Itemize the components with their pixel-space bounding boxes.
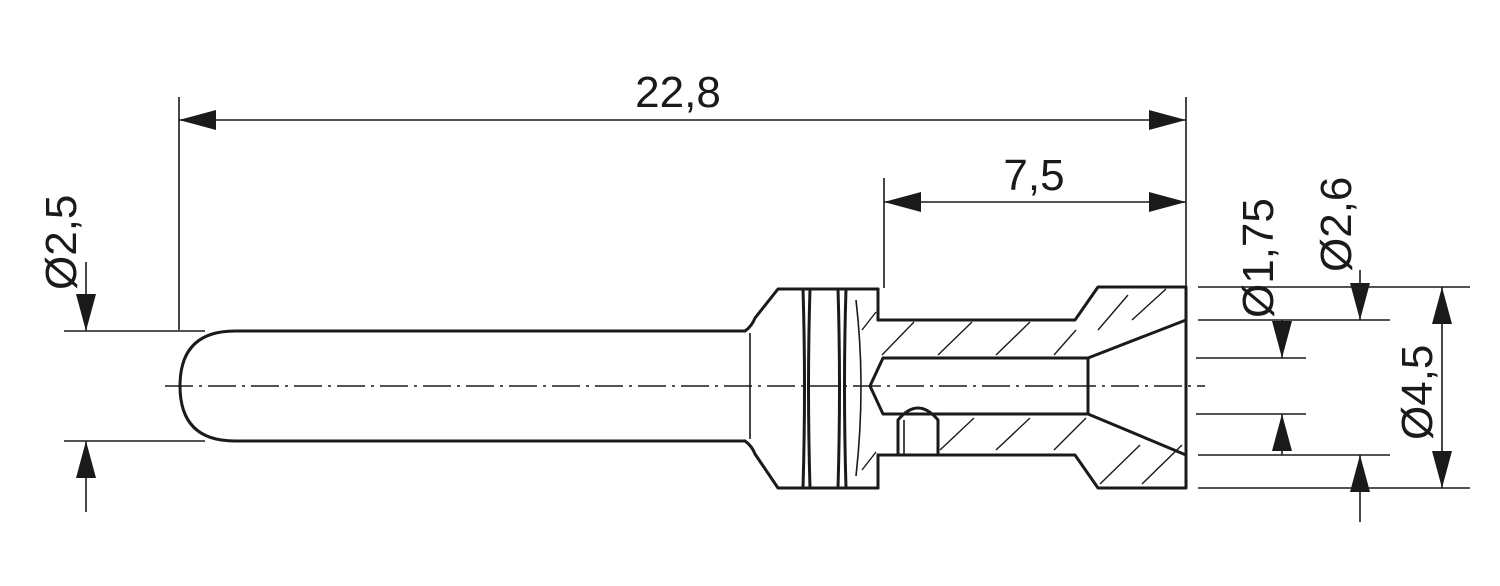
pin-flare-top [743,287,805,333]
dim-inner-diameter: Ø2,6 [1312,177,1370,522]
inspection-hole [896,406,940,457]
dim-text-bore-diameter: Ø1,75 [1234,198,1283,318]
dim-text-crimp-length: 7,5 [1003,151,1064,200]
crimp-barrel [876,285,1188,490]
dim-text-inner-diameter: Ø2,6 [1312,177,1361,272]
dim-bore-diameter: Ø1,75 [1234,198,1292,455]
bore [868,318,1188,457]
pin-flare-bottom [743,439,805,490]
section-hatching [861,288,1183,485]
pin-body [165,285,1205,490]
right-extension-lines [1196,286,1470,489]
dim-text-overall-length: 22,8 [635,68,721,117]
dim-text-outer-diameter: Ø4,5 [1393,345,1442,440]
dim-crimp-length: 7,5 [883,151,1186,288]
collar-groove-1 [801,287,806,490]
dim-text-pin-diameter: Ø2,5 [37,195,86,290]
dim-outer-diameter: Ø4,5 [1393,287,1452,488]
pin-contact [178,329,747,443]
collar-groove-2 [836,287,841,490]
dim-pin-diameter: Ø2,5 [37,195,205,512]
dim-overall-length: 22,8 [178,68,1187,330]
